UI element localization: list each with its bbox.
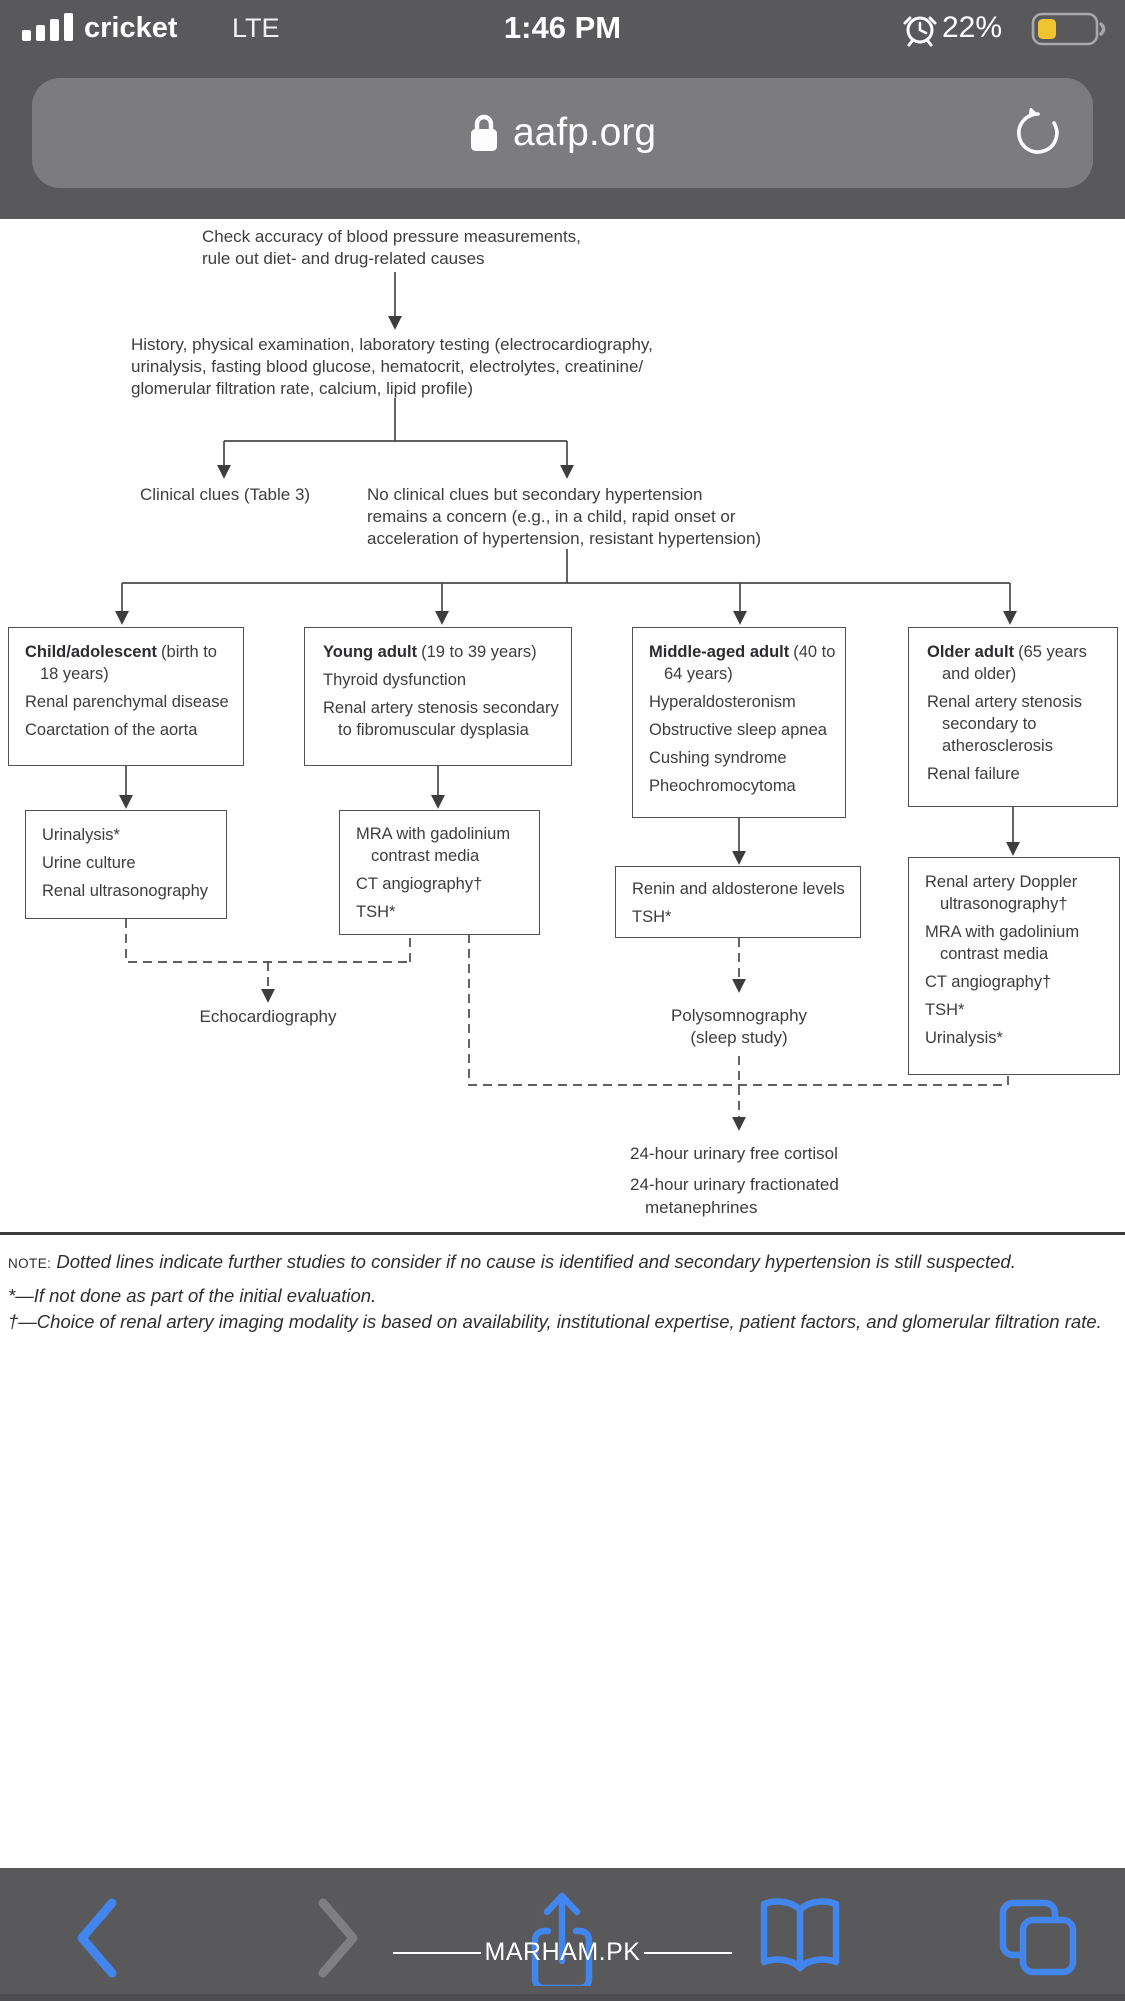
battery-icon [1031, 12, 1106, 46]
address-bar[interactable]: aafp.org [32, 78, 1093, 188]
followup-urinary-tests: 24-hour urinary free cortisol 24-hour ur… [630, 1144, 839, 1217]
watermark-line-left [392, 1951, 481, 1954]
alarm-icon [903, 16, 937, 47]
footnote-dagger: †—Choice of renal artery imaging modalit… [8, 1311, 1102, 1332]
cellular-signal-icon [22, 13, 73, 41]
branch-clinical-clues: Clinical clues (Table 3) [140, 485, 311, 504]
box-middle-aged-adult: Middle-aged adult(40 to 64 years) Hypera… [632, 627, 846, 818]
url-domain: aafp.org [512, 111, 657, 154]
book-icon [760, 1898, 840, 1972]
box-tests-young-adult: MRA with gadolinium contrast media CT an… [339, 810, 540, 935]
box-tests-older-adult: Renal artery Doppler ultrasonography† MR… [908, 857, 1120, 1075]
box-young-adult: Young adult(19 to 39 years) Thyroid dysf… [304, 627, 572, 766]
box-tests-middle-aged: Renin and aldosterone levels TSH* [615, 866, 861, 938]
carrier-label: cricket [84, 12, 178, 44]
tabs-icon [999, 1899, 1077, 1976]
footnote-star: *—If not done as part of the initial eva… [8, 1285, 377, 1306]
chevron-left-icon [77, 1898, 117, 1978]
watermark-line-right [644, 1951, 733, 1954]
share-button[interactable] [517, 1886, 607, 1992]
followup-echocardiography: Echocardiography [199, 1007, 337, 1026]
status-bar: cricket LTE 1:46 PM 22% [0, 0, 1125, 56]
lock-icon [470, 114, 497, 151]
chevron-right-icon [318, 1898, 358, 1978]
reload-button[interactable] [1013, 108, 1063, 158]
forward-button[interactable] [285, 1893, 375, 1983]
box-child-adolescent: Child/adolescent(birth to 18 years) Rena… [8, 627, 244, 766]
bookmarks-button[interactable] [755, 1896, 845, 1976]
page-content: Check accuracy of blood pressure measure… [0, 219, 1125, 1868]
branch-no-clinical-clues: No clinical clues but secondary hyperten… [367, 485, 762, 548]
followup-polysomnography: Polysomnography (sleep study) [670, 1006, 808, 1047]
network-type-label: LTE [232, 13, 280, 43]
browser-header: cricket LTE 1:46 PM 22% [0, 0, 1125, 219]
box-tests-child: Urinalysis* Urine culture Renal ultrason… [25, 810, 227, 919]
tabs-button[interactable] [993, 1893, 1083, 1983]
clock: 1:46 PM [503, 10, 622, 45]
divider [0, 1232, 1125, 1235]
home-indicator-area [0, 1994, 1125, 2001]
status-icons [903, 12, 1106, 47]
share-icon [531, 1892, 593, 1992]
back-button[interactable] [60, 1893, 150, 1983]
note: NOTE: Dotted lines indicate further stud… [8, 1251, 1016, 1272]
step-check-accuracy: Check accuracy of blood pressure measure… [202, 227, 581, 268]
step-history-exam: History, physical examination, laborator… [131, 335, 653, 398]
box-older-adult: Older adult(65 years and older) Renal ar… [908, 627, 1118, 807]
browser-toolbar: MARHAM.PK [0, 1868, 1125, 2001]
battery-percent: 22% [942, 11, 1003, 44]
